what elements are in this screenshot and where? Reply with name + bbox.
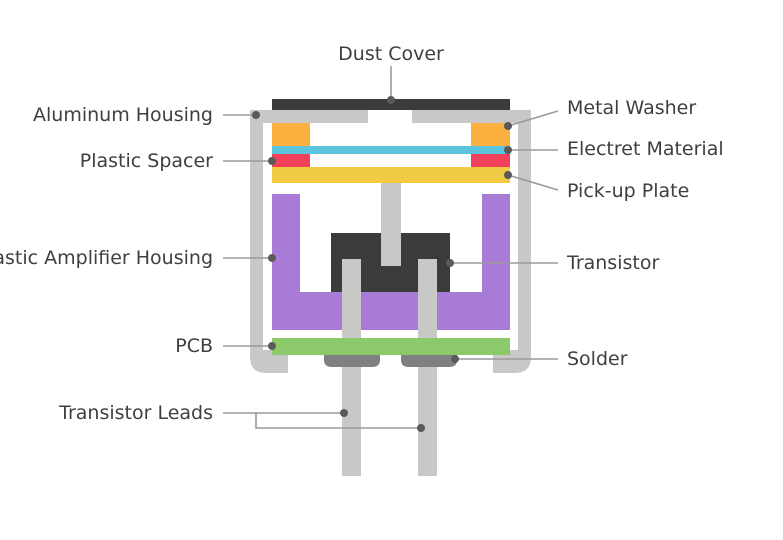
pcb: [272, 338, 510, 355]
gate-lead: [381, 183, 401, 238]
labels: Dust Cover Aluminum Housing Plastic Spac…: [0, 43, 724, 424]
dot-amplifier-housing: [268, 254, 276, 262]
transistor-lead-right: [418, 259, 437, 476]
label-metal-washer: Metal Washer: [567, 97, 696, 119]
label-aluminum-housing: Aluminum Housing: [33, 104, 213, 126]
label-pcb: PCB: [175, 335, 213, 357]
dot-electret-material: [504, 146, 512, 154]
plastic-spacer-right: [471, 154, 510, 167]
label-pickup-plate: Pick-up Plate: [567, 180, 689, 202]
dust-cover: [272, 99, 510, 110]
pickup-plate: [272, 167, 510, 183]
label-electret-material: Electret Material: [567, 138, 724, 160]
label-amplifier-housing: Plastic Amplifier Housing: [0, 247, 213, 269]
solder-right: [401, 355, 457, 367]
label-plastic-spacer: Plastic Spacer: [80, 150, 213, 172]
metal-washer-left: [272, 123, 310, 146]
dot-metal-washer: [504, 122, 512, 130]
solder-left: [324, 355, 380, 367]
housing-right-foot: [493, 350, 531, 373]
leader-pickup-plate: [507, 174, 559, 191]
plastic-amplifier-housing: [272, 194, 510, 330]
housing-left-foot: [250, 350, 288, 373]
electret-material: [272, 146, 510, 154]
leader-metal-washer: [507, 110, 559, 127]
aluminum-housing: [250, 110, 531, 373]
transistor-lead-left: [342, 259, 361, 476]
dot-transistor-lead-left: [340, 409, 348, 417]
dot-pickup-plate: [504, 171, 512, 179]
dot-dust-cover: [387, 96, 395, 104]
label-dust-cover: Dust Cover: [338, 43, 444, 65]
metal-washer-right: [471, 123, 510, 146]
label-transistor-leads: Transistor Leads: [58, 402, 213, 424]
dot-pcb: [268, 342, 276, 350]
housing-top-left: [250, 110, 368, 123]
housing-right-wall: [518, 110, 531, 355]
dot-solder: [451, 355, 459, 363]
plastic-spacer-left: [272, 154, 310, 167]
dot-plastic-spacer: [268, 157, 276, 165]
housing-top-right: [412, 110, 531, 123]
label-transistor: Transistor: [566, 252, 659, 274]
housing-left-wall: [250, 110, 263, 355]
dot-aluminum-housing: [252, 111, 260, 119]
leader-transistor-leads: [223, 412, 421, 429]
leader-lines: [223, 66, 559, 432]
label-solder: Solder: [567, 348, 628, 370]
gate-joint: [381, 233, 401, 266]
dot-transistor: [446, 259, 454, 267]
dot-transistor-lead-right: [417, 424, 425, 432]
